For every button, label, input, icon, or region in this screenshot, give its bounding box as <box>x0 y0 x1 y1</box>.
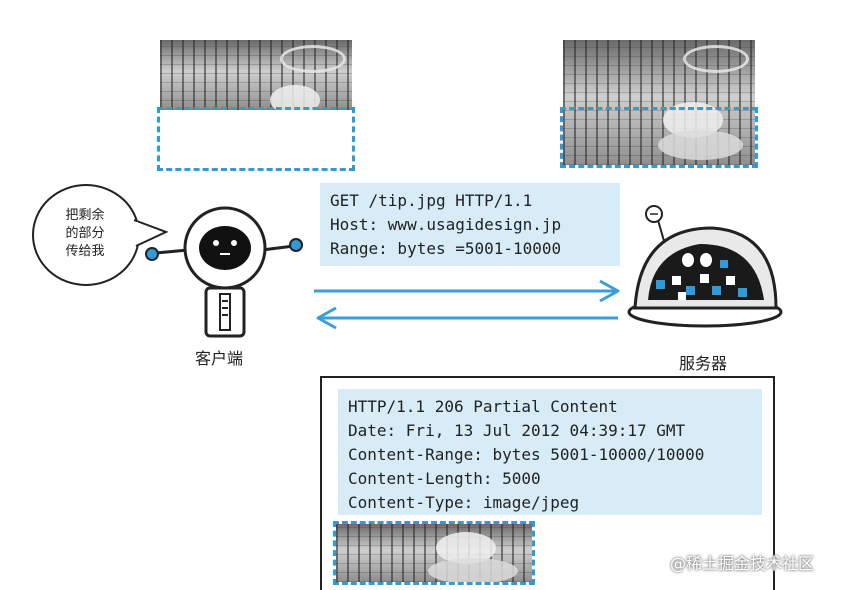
speech-line: 的部分 <box>65 226 105 241</box>
content-type-header: Content-Type: image/jpeg <box>348 493 580 512</box>
date-header: Date: Fri, 13 Jul 2012 04:39:17 GMT <box>348 421 686 440</box>
speech-bubble <box>32 184 168 286</box>
status-line: HTTP/1.1 206 Partial Content <box>348 397 618 416</box>
request-arrow <box>314 279 620 303</box>
response-arrow <box>316 306 618 330</box>
request-line: GET /tip.jpg HTTP/1.1 <box>330 191 533 210</box>
content-range-header: Content-Range: bytes 5001-10000/10000 <box>348 445 705 464</box>
server-dome-icon <box>627 205 783 328</box>
speech-text: 把剩余 的部分 传给我 <box>40 207 130 261</box>
content-length-header: Content-Length: 5000 <box>348 469 541 488</box>
client-partial-image <box>160 40 352 110</box>
requested-range-highlight <box>560 107 758 168</box>
speech-line: 传给我 <box>65 244 105 259</box>
server-full-image <box>563 40 755 165</box>
host-header: Host: www.usagidesign.jp <box>330 215 562 234</box>
server-label: 服务器 <box>679 354 728 373</box>
response-headers: HTTP/1.1 206 Partial Content Date: Fri, … <box>338 389 762 515</box>
missing-range-placeholder <box>157 107 355 171</box>
watermark: @稀土掘金技术社区 <box>670 554 815 573</box>
response-body-image <box>336 524 532 582</box>
response-frame <box>320 376 775 590</box>
robot-icon <box>145 206 303 338</box>
request-headers: GET /tip.jpg HTTP/1.1 Host: www.usagides… <box>320 183 620 266</box>
speech-line: 把剩余 <box>65 208 105 223</box>
response-body-highlight <box>333 521 535 585</box>
client-label: 客户端 <box>195 349 244 368</box>
range-header: Range: bytes =5001-10000 <box>330 239 562 258</box>
